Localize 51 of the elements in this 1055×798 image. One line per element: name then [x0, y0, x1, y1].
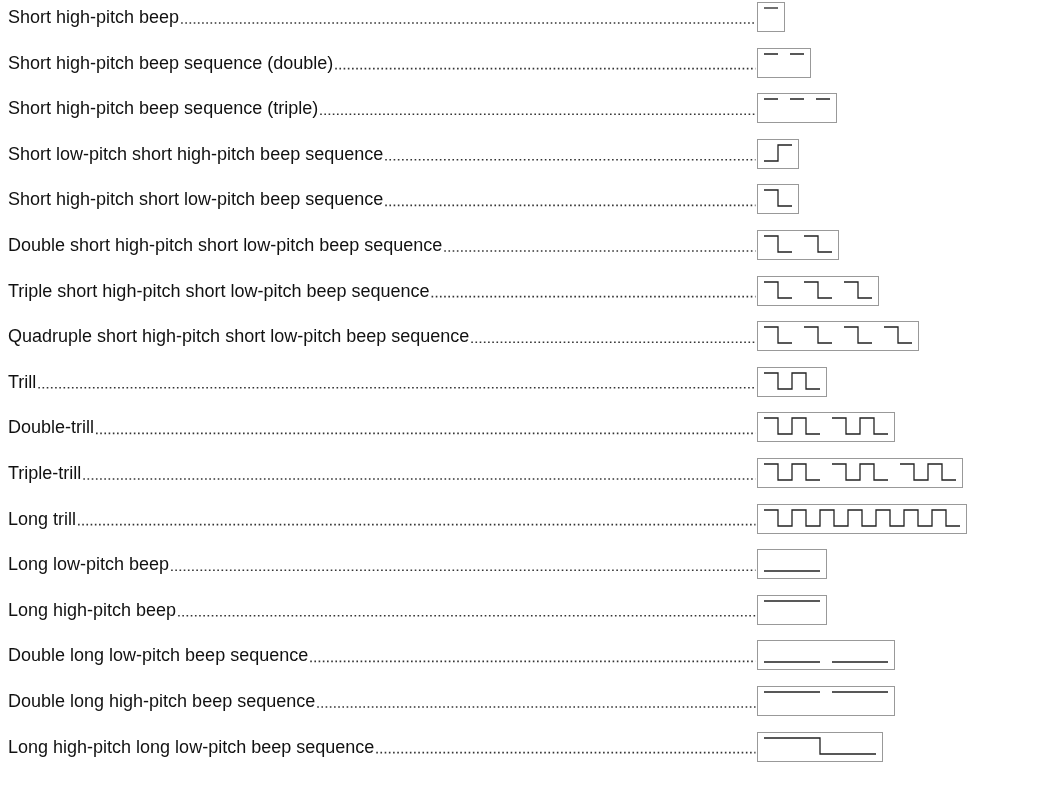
dot-leader [77, 523, 757, 526]
dot-leader [319, 113, 757, 115]
beep-pattern-icon [757, 549, 827, 580]
dot-leader [375, 751, 757, 754]
beep-pattern-icon [757, 503, 967, 534]
signal-description: Short high-pitch beep sequence (double) [8, 51, 334, 74]
signal-description: Trill [8, 370, 37, 393]
dot-leader [470, 341, 757, 343]
beep-pattern-icon [757, 731, 883, 762]
signal-description: Triple short high-pitch short low-pitch beep sequence [8, 279, 430, 302]
dot-leader [95, 432, 757, 435]
beep-pattern-icon [757, 93, 837, 124]
beep-pattern-icon [757, 458, 963, 488]
signal-description: Double-trill [8, 416, 95, 439]
beep-pattern-icon [757, 686, 895, 716]
dot-leader [170, 569, 757, 571]
signal-description: Double long low-pitch beep sequence [8, 644, 309, 667]
dot-leader [82, 478, 757, 480]
signal-description: Triple-trill [8, 462, 82, 484]
dot-leader [384, 159, 757, 161]
beep-pattern-icon [757, 2, 785, 32]
signal-description: Short high-pitch beep [8, 6, 180, 28]
dot-leader [309, 660, 757, 663]
beep-pattern-icon [757, 230, 839, 260]
signal-description: Long low-pitch beep [8, 553, 170, 576]
signal-description: Double long high-pitch beep sequence [8, 690, 316, 712]
signal-description: Double short high-pitch short low-pitch beep sequence [8, 234, 443, 256]
signal-description: Long high-pitch long low-pitch beep sequence [8, 735, 375, 758]
beep-pattern-icon [757, 275, 879, 306]
dot-leader [334, 67, 757, 70]
signal-description: Short high-pitch short low-pitch beep sequence [8, 188, 384, 211]
beep-pattern-icon [757, 47, 811, 78]
dot-leader [180, 22, 757, 24]
beep-pattern-icon [757, 640, 895, 671]
signal-description: Short high-pitch beep sequence (triple) [8, 97, 319, 120]
signal-description: Quadruple short high-pitch short low-pitch beep sequence [8, 325, 470, 348]
dot-leader [316, 706, 757, 708]
beep-pattern-icon [757, 184, 799, 215]
beep-pattern-icon [757, 412, 895, 443]
signal-description: Long trill [8, 507, 77, 530]
dot-leader [37, 387, 757, 389]
signal-description: Short low-pitch short high-pitch beep sequence [8, 142, 384, 165]
signal-description: Long high-pitch beep [8, 598, 177, 621]
dot-leader [443, 250, 757, 252]
beep-pattern-icon [757, 321, 919, 352]
dot-leader [384, 204, 757, 207]
beep-pattern-icon [757, 594, 827, 625]
dot-leader [430, 295, 757, 298]
beep-pattern-icon [757, 138, 799, 169]
dot-leader [177, 615, 757, 617]
beep-pattern-icon [757, 366, 827, 397]
